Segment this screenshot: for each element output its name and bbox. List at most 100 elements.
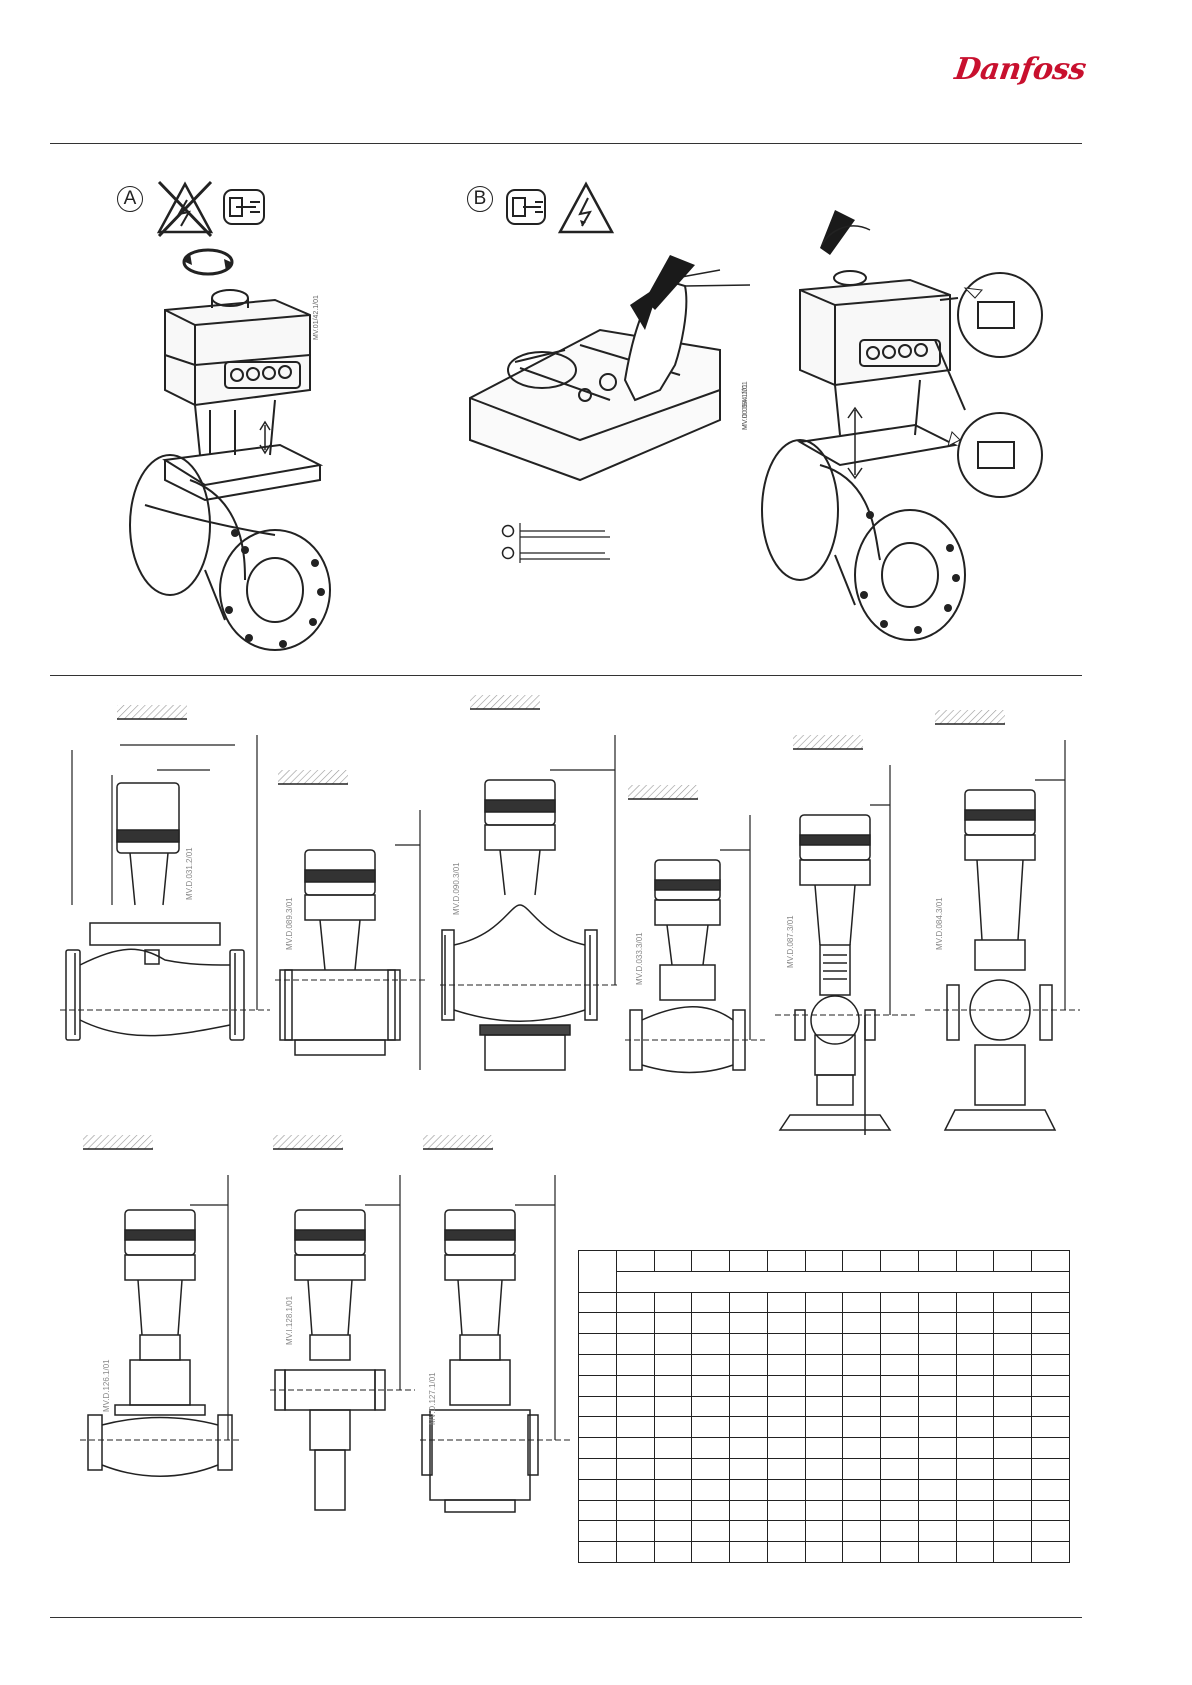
table-cell bbox=[578, 1541, 617, 1563]
table-cell bbox=[766, 1457, 806, 1480]
table-cell bbox=[729, 1250, 768, 1272]
table-cell bbox=[691, 1374, 731, 1397]
table-cell bbox=[766, 1437, 806, 1459]
table-cell bbox=[880, 1312, 919, 1335]
table-cell bbox=[955, 1437, 995, 1459]
table-cell bbox=[578, 1291, 617, 1314]
table-row bbox=[578, 1374, 1070, 1397]
table-cell bbox=[880, 1499, 919, 1522]
table-cell bbox=[917, 1291, 957, 1314]
figure-code-1: MV.D.031.2/01 bbox=[185, 847, 194, 900]
table-cell bbox=[766, 1333, 806, 1355]
table-cell bbox=[691, 1416, 731, 1439]
table-cell bbox=[804, 1312, 844, 1335]
table-cell bbox=[729, 1312, 768, 1335]
table-cell bbox=[955, 1374, 995, 1397]
table-cell bbox=[653, 1291, 693, 1314]
table-cell bbox=[1031, 1353, 1070, 1376]
valve-assembly-b bbox=[761, 210, 1043, 641]
table-cell bbox=[880, 1416, 919, 1439]
table-cell bbox=[880, 1478, 919, 1501]
table-cell bbox=[729, 1437, 768, 1459]
table-cell bbox=[842, 1353, 882, 1376]
table-cell bbox=[993, 1333, 1033, 1355]
table-cell bbox=[578, 1333, 617, 1355]
rotate-arrow-icon bbox=[182, 248, 234, 276]
table-cell bbox=[578, 1250, 617, 1293]
power-plug-icon bbox=[223, 189, 265, 225]
table-cell bbox=[993, 1395, 1033, 1418]
figure-code-9: MV.D.127.1/01 bbox=[428, 1372, 437, 1425]
label-b: B bbox=[467, 186, 493, 212]
table-cell bbox=[804, 1374, 844, 1397]
dimension-figure-4 bbox=[625, 785, 765, 1074]
figure-code-a: MV.01/42.1/01 bbox=[313, 295, 320, 340]
table-cell bbox=[804, 1250, 844, 1272]
table-cell bbox=[993, 1416, 1033, 1439]
table-cell bbox=[615, 1291, 655, 1314]
table-cell bbox=[1031, 1499, 1070, 1522]
table-cell bbox=[842, 1499, 882, 1522]
table-cell bbox=[653, 1395, 693, 1418]
table-cell bbox=[653, 1312, 693, 1335]
table-cell bbox=[993, 1312, 1033, 1335]
table-cell bbox=[691, 1395, 731, 1418]
section-divider bbox=[50, 675, 1082, 676]
table-cell bbox=[578, 1499, 617, 1522]
table-cell bbox=[842, 1520, 882, 1543]
table-cell bbox=[917, 1416, 957, 1439]
table-row bbox=[578, 1416, 1070, 1439]
table-cell bbox=[691, 1457, 731, 1480]
table-cell bbox=[615, 1478, 655, 1501]
table-cell bbox=[691, 1312, 731, 1335]
header-divider bbox=[50, 143, 1082, 144]
table-cell bbox=[653, 1416, 693, 1439]
table-cell bbox=[955, 1353, 995, 1376]
table-cell bbox=[766, 1395, 806, 1418]
table-cell bbox=[578, 1457, 617, 1480]
table-cell bbox=[766, 1353, 806, 1376]
table-cell bbox=[917, 1353, 957, 1376]
table-cell bbox=[955, 1291, 995, 1314]
table-cell bbox=[1031, 1291, 1070, 1314]
table-cell bbox=[804, 1457, 844, 1480]
table-row bbox=[578, 1333, 1070, 1355]
dimension-figure-2 bbox=[275, 770, 425, 1070]
table-cell bbox=[842, 1437, 882, 1459]
table-cell bbox=[842, 1333, 882, 1355]
table-cell bbox=[615, 1353, 655, 1376]
dimension-figure-9 bbox=[420, 1135, 570, 1513]
table-cell bbox=[804, 1395, 844, 1418]
table-row bbox=[578, 1457, 1070, 1480]
table-cell bbox=[578, 1395, 617, 1418]
table-cell bbox=[615, 1270, 1071, 1293]
table-cell bbox=[917, 1395, 957, 1418]
table-cell bbox=[1031, 1478, 1070, 1501]
figure-code-3: MV.D.090.3/01 bbox=[452, 862, 461, 915]
table-cell bbox=[691, 1541, 731, 1563]
table-cell bbox=[578, 1478, 617, 1501]
figure-code-6: MV.D.084.3/01 bbox=[935, 897, 944, 950]
table-cell bbox=[842, 1395, 882, 1418]
table-cell bbox=[917, 1374, 957, 1397]
table-cell bbox=[880, 1457, 919, 1480]
table-cell bbox=[955, 1333, 995, 1355]
table-cell bbox=[729, 1541, 768, 1563]
table-cell bbox=[955, 1457, 995, 1480]
table-cell bbox=[729, 1457, 768, 1480]
table-cell bbox=[691, 1437, 731, 1459]
table-cell bbox=[1031, 1312, 1070, 1335]
table-cell bbox=[1031, 1395, 1070, 1418]
table-cell bbox=[842, 1312, 882, 1335]
table-cell bbox=[766, 1291, 806, 1314]
table-cell bbox=[804, 1478, 844, 1501]
table-cell bbox=[729, 1353, 768, 1376]
electric-hazard-icon bbox=[557, 181, 615, 234]
table-cell bbox=[1031, 1437, 1070, 1459]
table-cell bbox=[880, 1333, 919, 1355]
table-cell bbox=[842, 1457, 882, 1480]
table-row bbox=[579, 1270, 1071, 1293]
table-cell bbox=[917, 1333, 957, 1355]
figure-code-5: MV.D.087.3/01 bbox=[786, 915, 795, 968]
table-cell bbox=[653, 1353, 693, 1376]
